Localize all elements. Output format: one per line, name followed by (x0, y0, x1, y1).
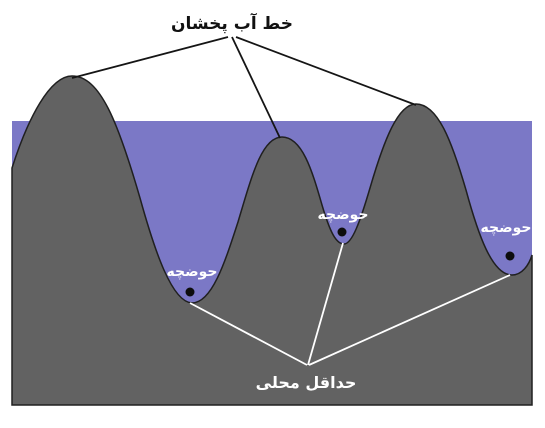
minima-leader-lines (189, 242, 511, 366)
minimum-dot-left (185, 287, 195, 297)
local-minima-label: حداقل محلی (256, 373, 357, 392)
minima-leader-right (308, 274, 511, 366)
basin-label-right: حوضچه (481, 220, 532, 236)
watershed-leader-lines (71, 36, 417, 139)
minima-leader-left (189, 302, 308, 366)
watershed-leader-right (235, 36, 417, 106)
minimum-dot-middle (337, 227, 347, 237)
minima-leader-middle (307, 242, 344, 366)
minimum-dot-right (505, 251, 515, 261)
basin-label-middle: حوضچه (318, 207, 369, 223)
watershed-leader-left (71, 36, 229, 79)
basin-label-left: حوضچه (167, 264, 218, 280)
watershed-leader-middle (231, 36, 281, 139)
watershed-line-label: خط آب پخشان (171, 12, 293, 34)
